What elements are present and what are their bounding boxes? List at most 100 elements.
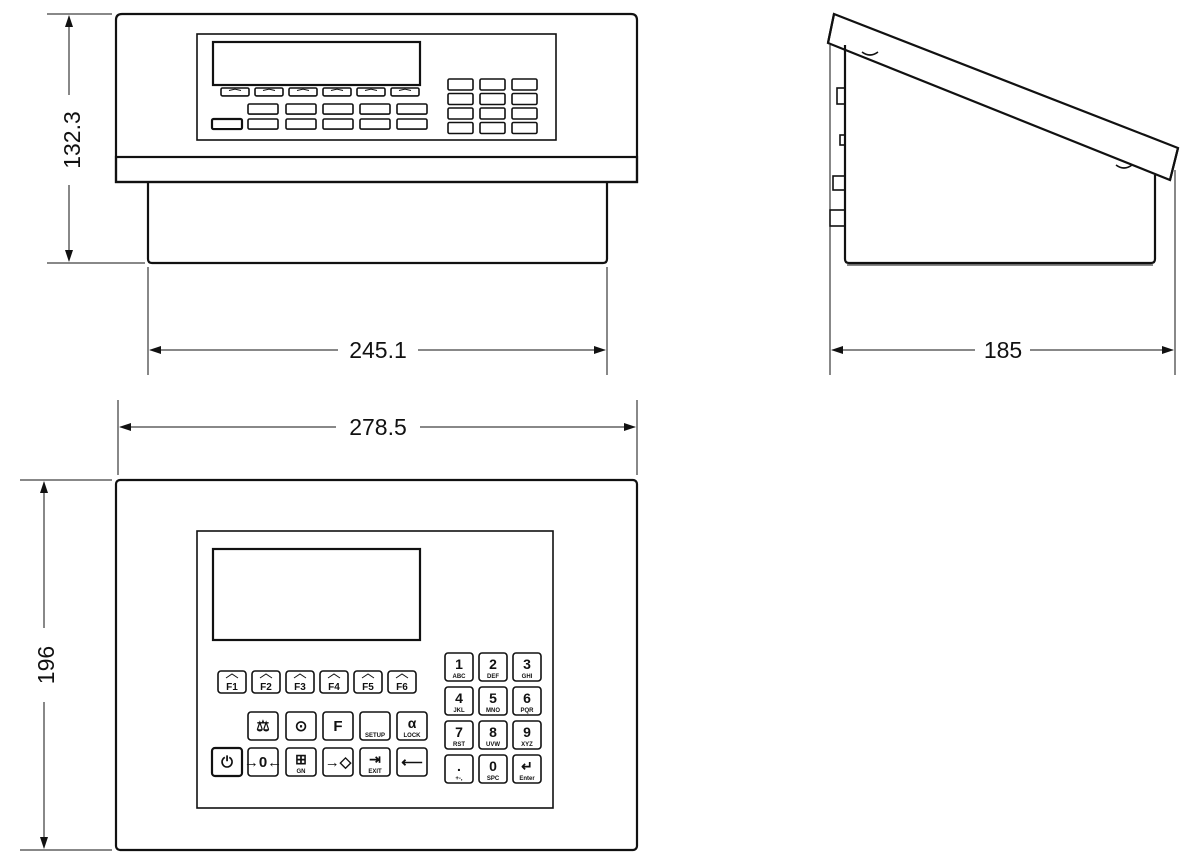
key-outline <box>285 747 317 777</box>
key-outline <box>247 747 279 777</box>
numpad-key-[interactable]: .+-, <box>444 754 474 784</box>
function-f-key[interactable]: F <box>322 711 354 741</box>
function-key-f1[interactable]: F1 <box>217 670 247 694</box>
numpad-key-jkl[interactable] <box>447 92 474 106</box>
key-outline <box>322 118 354 130</box>
numpad-key-def[interactable] <box>479 78 506 91</box>
key-label: α <box>408 715 417 731</box>
alpha-lock-key[interactable] <box>396 103 428 115</box>
exit-key[interactable] <box>359 118 391 130</box>
key-outline <box>512 652 542 682</box>
backspace-key[interactable]: ⟵ <box>396 747 428 777</box>
zero-key[interactable]: ⊙ <box>285 711 317 741</box>
exit-key[interactable]: ⇥EXIT <box>359 747 391 777</box>
side-view: 185 <box>826 12 1180 375</box>
function-key-f4[interactable] <box>322 87 352 97</box>
key-outline <box>511 78 538 91</box>
key-sublabel: MNO <box>486 708 500 714</box>
weighing-scale-key[interactable]: ⚖ <box>247 711 279 741</box>
key-label: F6 <box>396 682 408 693</box>
key-label: 9 <box>523 724 531 740</box>
key-outline <box>285 118 317 130</box>
key-outline <box>478 686 508 716</box>
numpad-key-rst[interactable] <box>447 107 474 120</box>
function-key-f1[interactable] <box>220 87 250 97</box>
numpad-key-pqr[interactable] <box>511 92 538 106</box>
key-label: F1 <box>226 682 238 693</box>
function-key-f3[interactable]: F3 <box>285 670 315 694</box>
key-sublabel: RST <box>453 742 465 748</box>
zero-key[interactable] <box>285 103 317 115</box>
key-label: 3 <box>523 656 531 672</box>
key-outline <box>322 711 354 741</box>
function-key-f6[interactable] <box>390 87 420 97</box>
key-outline <box>479 107 506 120</box>
rubber-foot <box>861 51 879 56</box>
dimension-panel-height: 196 <box>33 646 59 684</box>
function-f-key[interactable] <box>322 103 354 115</box>
key-outline <box>288 87 318 97</box>
numpad-key-abc[interactable] <box>447 78 474 91</box>
bezel-band <box>114 155 639 184</box>
function-key-f5[interactable] <box>356 87 386 97</box>
weighing-scale-key[interactable] <box>247 103 279 115</box>
function-key-f6[interactable]: F6 <box>387 670 417 694</box>
numpad-key-uvw[interactable] <box>479 107 506 120</box>
tare-key[interactable]: →◇ <box>322 747 354 777</box>
numpad-key-enter[interactable]: ↵Enter <box>512 754 542 784</box>
key-outline <box>387 670 417 694</box>
numpad-key-spc[interactable] <box>479 121 506 135</box>
key-outline <box>353 670 383 694</box>
key-label: ⏻ <box>221 754 233 771</box>
setup-key[interactable] <box>359 103 391 115</box>
function-key-f3[interactable] <box>288 87 318 97</box>
key-outline <box>512 686 542 716</box>
power-key[interactable] <box>210 117 244 131</box>
tare-key[interactable] <box>322 118 354 130</box>
side-connector <box>839 134 846 146</box>
power-key[interactable]: ⏻ <box>210 746 244 778</box>
side-housing-outline <box>843 45 1157 265</box>
caret-up-icon <box>330 88 344 92</box>
key-outline <box>444 652 474 682</box>
key-outline <box>447 78 474 91</box>
key-outline <box>447 107 474 120</box>
key-outline <box>478 754 508 784</box>
caret-up-icon <box>327 673 341 679</box>
function-key-f5[interactable]: F5 <box>353 670 383 694</box>
caret-up-icon <box>361 673 375 679</box>
key-sublabel: GHI <box>522 674 533 680</box>
zero-set-key[interactable]: →0← <box>244 747 282 777</box>
function-key-f2[interactable] <box>254 87 284 97</box>
key-sublabel: DEF <box>487 674 499 680</box>
key-label: F5 <box>362 682 374 693</box>
numpad-key-xyz[interactable] <box>511 107 538 120</box>
gross-net-key[interactable]: ⊞GN <box>285 747 317 777</box>
backspace-key[interactable] <box>396 118 428 130</box>
numpad-key-[interactable] <box>447 121 474 135</box>
rubber-foot <box>1115 164 1133 169</box>
zero-set-key[interactable] <box>247 118 279 130</box>
numpad-key-ghi[interactable] <box>511 78 538 91</box>
numpad-key-enter[interactable] <box>511 121 538 135</box>
key-sublabel: GN <box>297 769 306 775</box>
gross-net-key[interactable] <box>285 118 317 130</box>
function-key-f2[interactable]: F2 <box>251 670 281 694</box>
key-outline <box>254 87 284 97</box>
numpad-key-mno[interactable] <box>479 92 506 106</box>
function-key-f4[interactable]: F4 <box>319 670 349 694</box>
setup-key[interactable]: SETUP <box>359 711 391 741</box>
key-outline <box>396 747 428 777</box>
key-label: ⟵ <box>401 754 423 771</box>
